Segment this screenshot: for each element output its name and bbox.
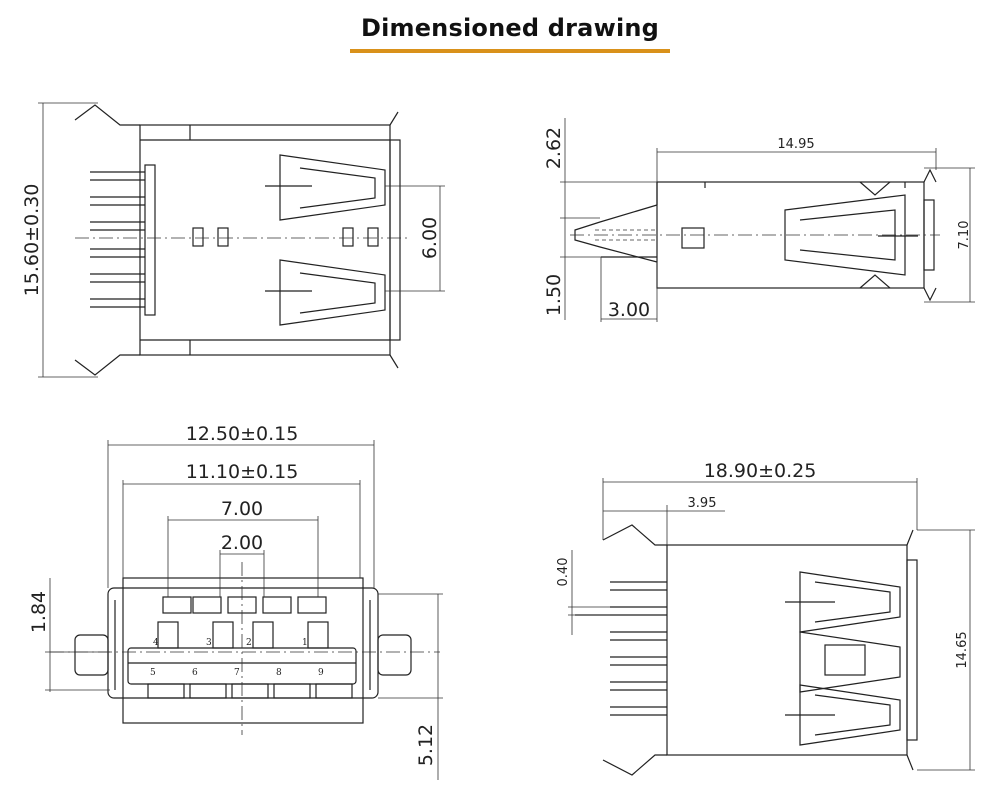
- top-view-clip: [192, 227, 204, 247]
- front-view: 4 3 2 1 5 6 7 8 9 12.50±0.15 11.10±0.15 …: [28, 423, 443, 780]
- front-view-lower-block: [315, 683, 353, 699]
- pin-label-7: 7: [234, 668, 240, 678]
- side-view-2: 18.90±0.25 3.95 0.40 14.65: [556, 460, 975, 776]
- pin-label-9: 9: [318, 668, 324, 678]
- front-view-tab-left: [74, 634, 109, 676]
- pin-label-5: 5: [150, 668, 156, 678]
- top-view-spring-lower: [279, 259, 386, 326]
- top-view-pins: [90, 171, 145, 308]
- side-view-2-window: [824, 644, 866, 676]
- front-view-tab-right: [377, 634, 412, 676]
- dim-br-offset: 3.95: [688, 496, 717, 511]
- top-view-spring-upper: [279, 154, 386, 221]
- front-view-inner-walls: [114, 600, 371, 690]
- front-view-contact-block: [162, 596, 192, 614]
- pin-label-1: 1: [302, 638, 308, 648]
- side-view-2-spring-lower-inner: [814, 694, 891, 736]
- side-view-2-body: [666, 544, 908, 756]
- dim-br-height: 14.65: [955, 631, 970, 668]
- dim-top-view-spacing: 6.00: [419, 217, 441, 259]
- side-view-flange-top: [923, 168, 937, 183]
- top-view-spring-upper-inner: [299, 167, 376, 209]
- dim-side-length: 14.95: [777, 137, 814, 152]
- side-view-spring: [784, 194, 906, 276]
- front-view-housing: [107, 587, 379, 699]
- top-view: 15.60±0.30 6.00: [21, 102, 445, 378]
- dim-front-bottom: 5.12: [415, 724, 437, 766]
- pin-label-6: 6: [192, 668, 198, 678]
- top-view-clip: [367, 227, 379, 247]
- side-view-latch-top: [859, 181, 891, 196]
- dim-side-bottom: 1.50: [543, 274, 565, 316]
- top-view-flange: [389, 139, 401, 341]
- side-view-2-pins: [575, 581, 667, 716]
- page-title: Dimensioned drawing: [360, 14, 660, 42]
- front-view-contact-block: [192, 596, 222, 614]
- front-view-contact-pad: [252, 621, 274, 649]
- side-view-2-flange: [906, 559, 918, 741]
- dim-br-length: 18.90±0.25: [704, 460, 817, 482]
- dim-front-top: 1.84: [28, 591, 50, 633]
- side-view-2-leg-bottom: [602, 754, 667, 776]
- side-view-flange-bottom: [923, 287, 937, 302]
- top-view-clip: [342, 227, 354, 247]
- side-view-window: [681, 227, 705, 249]
- top-view-leg-top: [74, 104, 140, 126]
- front-view-shell: [122, 577, 364, 724]
- dim-front-pin-pitch: 2.00: [221, 532, 263, 554]
- pin-label-2: 2: [246, 638, 252, 648]
- dim-side-top: 2.62: [543, 127, 565, 169]
- pin-label-3: 3: [206, 638, 212, 648]
- front-view-contact-block: [297, 596, 327, 614]
- side-view-2-spring-lower: [799, 684, 901, 746]
- side-view-latch-bottom: [859, 274, 891, 289]
- front-view-lower-block: [231, 683, 269, 699]
- top-view-flange-tab-top: [389, 111, 399, 126]
- pin-label-8: 8: [276, 668, 282, 678]
- front-view-contact-pad: [307, 621, 329, 649]
- dim-side-pin: 3.00: [608, 299, 650, 321]
- front-view-lower-block: [189, 683, 227, 699]
- dim-side-height: 7.10: [957, 221, 972, 250]
- title-underline: [350, 49, 670, 53]
- top-view-flange-tab-bottom: [389, 354, 399, 369]
- dim-front-inner: 11.10±0.15: [186, 461, 299, 483]
- top-view-pin-header: [144, 164, 156, 316]
- top-view-clip: [217, 227, 229, 247]
- top-view-leg-bottom: [74, 354, 140, 376]
- front-view-lower-block: [273, 683, 311, 699]
- front-view-lower-block: [147, 683, 185, 699]
- side-view-2-flange-tabs: [906, 529, 914, 771]
- side-view-2-spring-upper-inner: [814, 581, 891, 623]
- top-view-spring-lower-inner: [299, 272, 376, 314]
- side-view-2-spring-upper: [799, 571, 901, 633]
- dim-front-outer: 12.50±0.15: [186, 423, 299, 445]
- front-view-contact-pad: [212, 621, 234, 649]
- pin-label-4: 4: [153, 638, 159, 648]
- side-view-2-spring-mid: [799, 631, 901, 693]
- front-view-contact-pad: [157, 621, 179, 649]
- side-view-2-leg-top: [602, 524, 667, 546]
- side-view: 14.95 2.62 1.50 3.00 7.10: [543, 118, 975, 322]
- front-view-contact-block: [262, 596, 292, 614]
- dim-top-view-height: 15.60±0.30: [21, 184, 43, 297]
- dim-front-pin-span: 7.00: [221, 498, 263, 520]
- dim-br-pin: 0.40: [556, 558, 571, 587]
- side-view-pin-taper: [574, 204, 658, 263]
